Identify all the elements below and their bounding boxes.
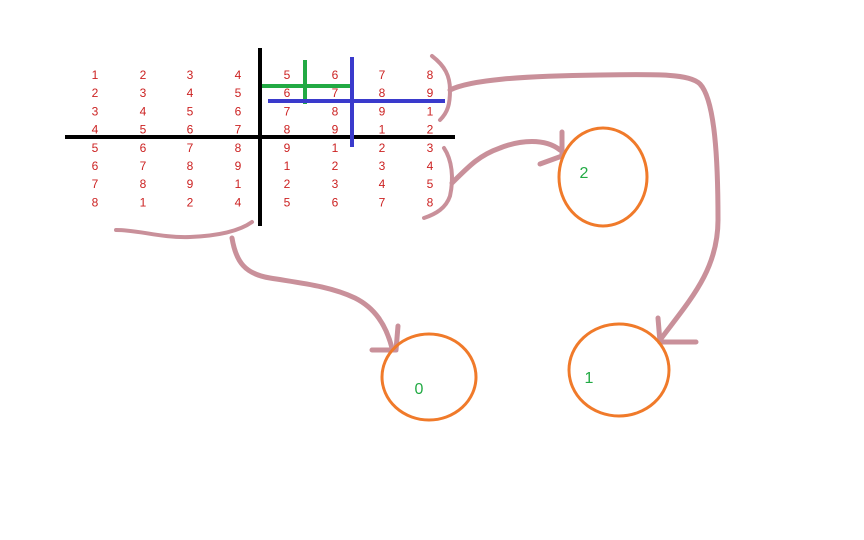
grid-cell: 3 bbox=[379, 159, 386, 173]
grid-cell: 7 bbox=[140, 159, 147, 173]
grid-cell: 3 bbox=[92, 104, 99, 118]
node-2: 2 bbox=[557, 126, 649, 228]
grid-cell: 3 bbox=[427, 141, 434, 155]
node-1: 1 bbox=[567, 322, 671, 418]
grid-cell: 7 bbox=[92, 177, 99, 191]
grid-cell: 2 bbox=[92, 86, 99, 100]
grid-cell: 7 bbox=[187, 141, 194, 155]
blue-cross bbox=[268, 57, 445, 147]
grid-cell: 1 bbox=[379, 123, 386, 137]
grid-cell: 6 bbox=[235, 104, 242, 118]
grid-cell: 4 bbox=[427, 159, 434, 173]
grid-cell: 6 bbox=[92, 159, 99, 173]
grid-cell: 2 bbox=[140, 68, 147, 82]
grid-cell: 6 bbox=[140, 141, 147, 155]
axis-lines bbox=[65, 48, 455, 226]
arrows bbox=[229, 72, 721, 353]
grid-cell: 1 bbox=[140, 195, 147, 209]
grid-cell: 2 bbox=[427, 123, 434, 137]
grid-cell: 3 bbox=[332, 177, 339, 191]
grid-cell: 8 bbox=[379, 86, 386, 100]
grid-cell: 7 bbox=[332, 86, 339, 100]
brace-top-right bbox=[430, 54, 453, 122]
grid-cell: 9 bbox=[187, 177, 194, 191]
grid-cell: 1 bbox=[92, 68, 99, 82]
grid-cell: 6 bbox=[284, 86, 291, 100]
green-cross bbox=[262, 60, 352, 104]
grid-cell: 5 bbox=[92, 141, 99, 155]
digit-grid: 1 2 3 4 5 6 7 8 2 3 4 5 6 7 8 9 3 4 5 6 7 8 9 1 4 5 6 7 8 9 1 2 5 6 7 8 9 1 2 3… bbox=[92, 68, 434, 209]
node-1-label: 1 bbox=[585, 370, 594, 387]
grid-cell: 8 bbox=[140, 177, 147, 191]
grid-cell: 9 bbox=[235, 159, 242, 173]
grid-cell: 4 bbox=[235, 195, 242, 209]
grid-cell: 2 bbox=[379, 141, 386, 155]
grid-cell: 3 bbox=[140, 86, 147, 100]
grid-cell: 2 bbox=[332, 159, 339, 173]
grid-cell: 5 bbox=[284, 195, 291, 209]
node-0-circle bbox=[380, 332, 478, 422]
grid-cell: 9 bbox=[284, 141, 291, 155]
grid-cell: 1 bbox=[284, 159, 291, 173]
grid-cell: 4 bbox=[92, 123, 99, 137]
grid-cell: 9 bbox=[332, 123, 339, 137]
grid-cell: 8 bbox=[284, 123, 291, 137]
grid-cell: 6 bbox=[187, 123, 194, 137]
arrow-to-node-2 bbox=[449, 139, 563, 186]
grid-cell: 8 bbox=[332, 104, 339, 118]
arrow-to-node-1 bbox=[447, 72, 721, 343]
grid-cell: 5 bbox=[235, 86, 242, 100]
grid-cell: 1 bbox=[427, 104, 434, 118]
grid-cell: 6 bbox=[332, 68, 339, 82]
grid-cell: 7 bbox=[235, 123, 242, 137]
grid-cell: 8 bbox=[427, 68, 434, 82]
grid-cell: 9 bbox=[427, 86, 434, 100]
grid-cell: 8 bbox=[187, 159, 194, 173]
node-0: 0 bbox=[380, 332, 478, 422]
grid-cell: 4 bbox=[187, 86, 194, 100]
grid-cell: 7 bbox=[284, 104, 291, 118]
grid-cell: 8 bbox=[92, 195, 99, 209]
grid-cell: 8 bbox=[427, 195, 434, 209]
grid-cell: 4 bbox=[235, 68, 242, 82]
grid-cell: 5 bbox=[187, 104, 194, 118]
grid-cell: 4 bbox=[379, 177, 386, 191]
node-2-circle bbox=[557, 126, 649, 228]
brace-bottom-left bbox=[114, 220, 254, 240]
grid-cell: 5 bbox=[140, 123, 147, 137]
grid-cell: 1 bbox=[235, 177, 242, 191]
arrowhead-node-0 bbox=[369, 323, 401, 353]
grid-cell: 6 bbox=[332, 195, 339, 209]
brace-bottom-right bbox=[422, 146, 454, 220]
grid-cell: 2 bbox=[187, 195, 194, 209]
grid-cell: 5 bbox=[284, 68, 291, 82]
grid-cell: 7 bbox=[379, 68, 386, 82]
grid-cell: 1 bbox=[332, 141, 339, 155]
node-1-circle bbox=[567, 322, 671, 418]
grid-cell: 9 bbox=[379, 104, 386, 118]
node-0-label: 0 bbox=[415, 381, 424, 398]
node-2-label: 2 bbox=[580, 165, 589, 182]
grid-cell: 4 bbox=[140, 104, 147, 118]
grid-cell: 2 bbox=[284, 177, 291, 191]
grid-cell: 3 bbox=[187, 68, 194, 82]
grid-cell: 7 bbox=[379, 195, 386, 209]
grid-cell: 8 bbox=[235, 141, 242, 155]
arrow-to-node-0 bbox=[229, 235, 395, 351]
grid-cell: 5 bbox=[427, 177, 434, 191]
